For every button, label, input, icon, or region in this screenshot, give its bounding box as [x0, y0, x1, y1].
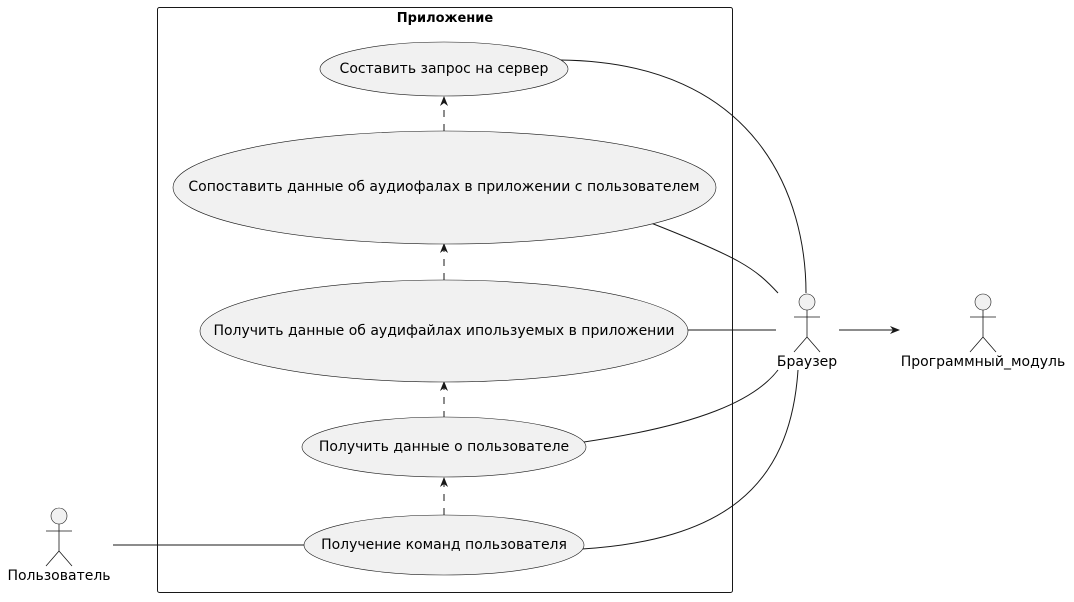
actor-browser: Браузер: [777, 293, 837, 370]
use-case-2-label: Сопоставить данные об аудиофалах в прило…: [188, 179, 699, 195]
use-case-5-label: Получение команд пользователя: [321, 537, 567, 553]
use-case-3-label: Получить данные об аудифайлах ипользуемы…: [213, 323, 674, 339]
use-case-5-shape: [303, 514, 585, 576]
use-case-1-label: Составить запрос на сервер: [340, 61, 549, 77]
actor-module-body-icon: [969, 310, 997, 353]
use-case-3: Получить данные об аудифайлах ипользуемы…: [199, 279, 689, 383]
association-browser-uc5: [581, 369, 799, 550]
use-case-4-shape: [301, 416, 587, 478]
use-case-3-shape: [199, 279, 689, 383]
use-case-2: Сопоставить данные об аудиофалах в прило…: [172, 130, 717, 245]
actor-browser-body-icon: [793, 310, 821, 353]
actor-user: Пользователь: [7, 507, 111, 584]
actor-browser-label: Браузер: [777, 354, 837, 370]
actor-user-head-icon: [50, 507, 68, 525]
use-case-2-shape: [172, 130, 717, 245]
actor-module-label: Программный_модуль: [901, 354, 1066, 370]
actor-user-body-icon: [45, 524, 73, 567]
use-case-1-shape: [319, 41, 569, 97]
use-case-1: Составить запрос на сервер: [319, 41, 569, 97]
use-case-4-label: Получить данные о пользователе: [319, 439, 569, 455]
association-browser-uc2: [650, 222, 779, 294]
association-browser-uc1: [559, 59, 807, 294]
use-case-4: Получить данные о пользователе: [301, 416, 587, 478]
actor-module: Программный_модуль: [901, 293, 1066, 370]
association-browser-uc4: [583, 369, 779, 443]
actor-user-label: Пользователь: [7, 568, 110, 584]
actor-module-head-icon: [974, 293, 992, 311]
system-title: Приложение: [397, 11, 494, 26]
associations: [113, 59, 900, 550]
use-case-5: Получение команд пользователя: [303, 514, 585, 576]
actor-browser-head-icon: [798, 293, 816, 311]
